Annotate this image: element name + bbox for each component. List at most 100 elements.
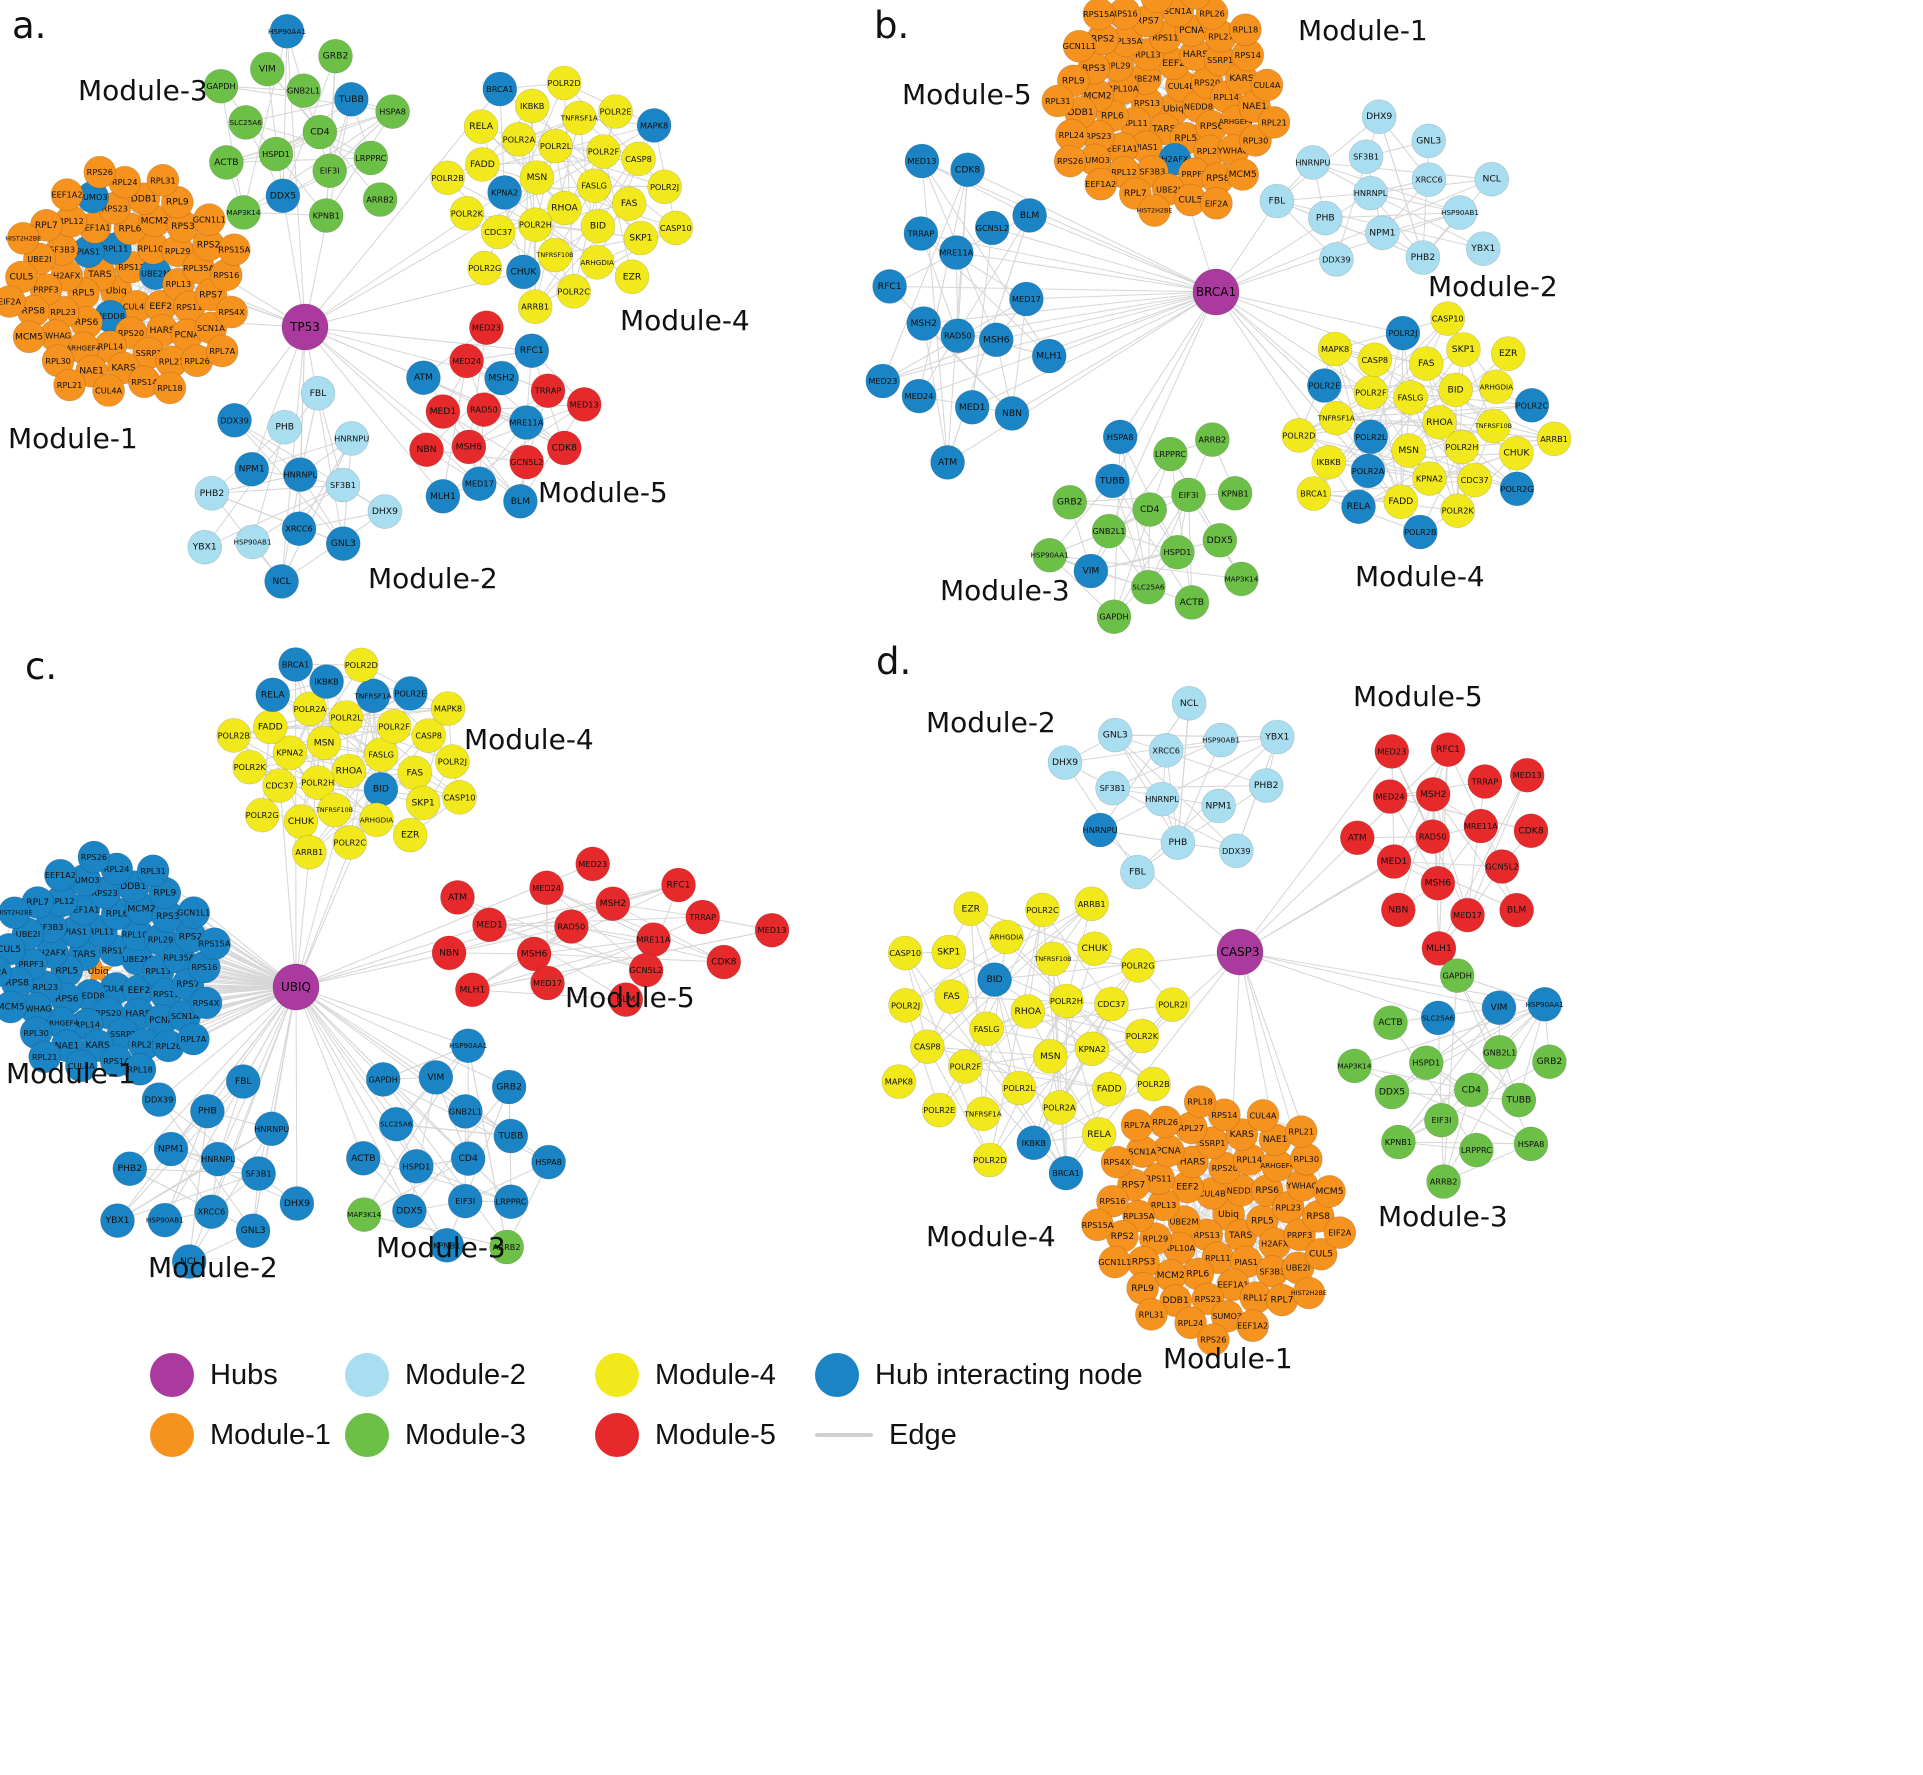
network-node: FAS [611,186,647,221]
node-label: RELA [1347,501,1372,512]
network-node: RPS15A [218,233,251,266]
network-node: MSH2 [484,360,519,396]
network-node: MCM5 [1313,1175,1346,1208]
network-node: HSPD1 [1408,1045,1444,1081]
node-label: ATM [1348,832,1367,843]
node-label: MSH6 [983,334,1010,345]
network-node: MCM5 [12,320,46,354]
network-node: NBN [431,935,467,971]
network-node: SLC25A6 [378,1106,414,1142]
node-label: MED17 [533,978,562,988]
network-node: HSPD1 [1160,534,1195,570]
node-label: POLR2D [973,1155,1006,1165]
node-label: ACTB [351,1153,375,1164]
node-label: CUL4A [95,386,122,396]
network-node: POLR2K [1124,1018,1160,1054]
node-label: MED17 [1453,910,1482,920]
node-label: MRE11A [509,418,543,428]
node-label: EEF1A1 [1107,143,1138,153]
node-label: GRB2 [496,1082,522,1093]
network-node: CDC37 [1094,986,1129,1022]
network-node: MSN [1033,1039,1068,1074]
node-label: FASLG [581,181,607,191]
network-node: RAD50 [1415,819,1451,854]
network-node: SF3B1 [1348,139,1384,174]
node-label: RPL21 [57,380,83,390]
network-node: POLR2A [501,122,537,157]
node-label: POLR2F [378,721,410,731]
node-label: RPL26 [184,356,210,366]
node-label: Ubiq [88,966,109,977]
network-node: POLR2H [300,765,336,800]
node-label: FAS [943,991,960,1002]
node-label: RPL21 [1261,117,1287,127]
network-node: MED23 [1374,734,1410,769]
node-label: RPL30 [45,356,71,366]
node-label: CASP8 [625,154,652,164]
node-label: CD4 [1462,1084,1481,1095]
network-node: RPL31 [146,164,180,197]
node-label: EIF2A [1205,198,1229,208]
network-node: MSH2 [906,306,942,341]
network-node: LRPPRC [1459,1132,1494,1168]
network-node: RPL7A [177,1022,210,1056]
network-node: RPS4X [189,986,223,1020]
network-node: TNFRSF10B [315,792,353,828]
node-label: RPL11 [89,926,115,936]
network-node: DDX5 [265,178,301,214]
node-label: DHX9 [284,1198,310,1209]
legend-item-module-3: Module-3 [345,1413,595,1457]
network-node: RPL24 [1174,1306,1207,1340]
node-label: HSPA8 [1518,1139,1545,1149]
node-label: NAE1 [1263,1134,1288,1145]
node-label: KPNA2 [1416,474,1443,484]
network-node: CASP8 [910,1029,945,1065]
network-node: POLR2J [888,987,923,1023]
node-label: UBE2I [1156,184,1180,194]
node-label: RAD50 [470,405,498,415]
network-node: HIST2H2BE [1136,194,1172,227]
network-node: RPS26 [77,840,111,874]
network-node: ATM [406,360,441,396]
node-label: TARS [1228,1230,1253,1241]
node-label: RPL35A [1123,1211,1155,1221]
network-node: DHX9 [1047,745,1083,780]
node-label: HIST2H2BE [1291,1289,1327,1297]
node-label: POLR2H [301,778,334,788]
node-label: HSP90AB1 [1441,208,1479,217]
network-node: BRCA1 [1296,476,1332,511]
node-label: HSP90AB1 [146,1216,184,1225]
network-node: ATM [930,445,965,480]
node-label: NAE1 [55,1040,80,1051]
network-node: POLR2G [467,250,503,286]
network-node: TUBB [1095,463,1130,499]
node-label: RPS6 [75,317,99,328]
network-node: HARS [1176,1145,1209,1179]
node-label: DDX39 [145,1095,174,1105]
hub-node: UBIQ [272,963,320,1011]
network-node: HNRNPL [282,457,318,492]
network-node: ACTB [1174,585,1210,620]
node-label: RPS3 [1082,63,1106,74]
node-label: RPL7 [1124,188,1147,199]
network-node: LRPPRC [493,1184,529,1220]
node-label: MLH1 [459,984,485,995]
node-label: HNRNPU [1295,157,1330,167]
node-label: IKBKB [1317,457,1342,467]
node-label: ARRB2 [1198,435,1226,445]
node-label: GCN5L2 [630,965,663,975]
node-label: RPS23 [102,203,128,213]
network-node: VIM [1481,990,1517,1026]
network-svg-d: HNRNPLXRCC6NPM1SF3B1HSP90AB1PHBGNL3PHB2H… [876,640,1567,1375]
network-node: TRRAP [1467,764,1503,799]
node-label: IKBKB [520,101,545,111]
network-node: ACTB [209,145,244,180]
node-label: IKBKB [314,677,339,687]
node-label: SF3B3 [49,244,75,254]
node-label: ACTB [1180,597,1204,608]
node-label: POLR2D [548,78,581,88]
node-label: POLR2G [1500,484,1533,494]
legend-label: Module-3 [405,1418,526,1451]
node-label: EIF3I [1179,490,1199,500]
